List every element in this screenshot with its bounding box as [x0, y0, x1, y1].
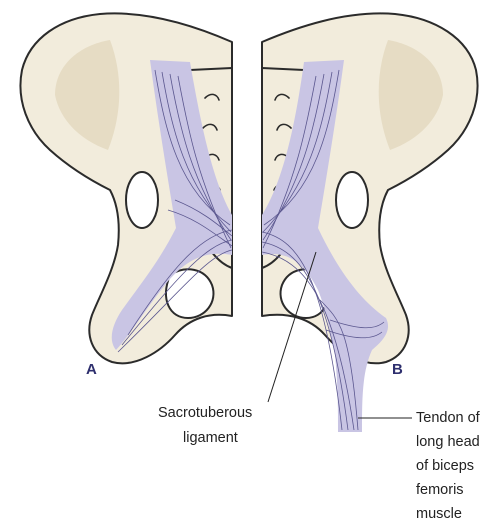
tendon-label-line-2: long head — [416, 434, 480, 450]
panel-b — [262, 13, 478, 432]
panel-b-label: B — [392, 361, 403, 378]
right-greater-sciatic-foramen — [336, 172, 368, 228]
tendon-label-line-1: Tendon of — [416, 410, 481, 426]
tendon-label-line-5: muscle — [416, 506, 462, 522]
tendon-label-line-3: of biceps — [416, 458, 474, 474]
tendon-label-line-4: femoris — [416, 482, 464, 498]
panel-a-label: A — [86, 361, 97, 378]
sacrotuberous-label-line-1: Sacrotuberous — [158, 405, 252, 421]
panel-a — [20, 13, 232, 363]
left-greater-sciatic-foramen — [126, 172, 158, 228]
sacrotuberous-label-line-2: ligament — [183, 430, 238, 446]
left-obturator-foramen — [166, 269, 213, 318]
